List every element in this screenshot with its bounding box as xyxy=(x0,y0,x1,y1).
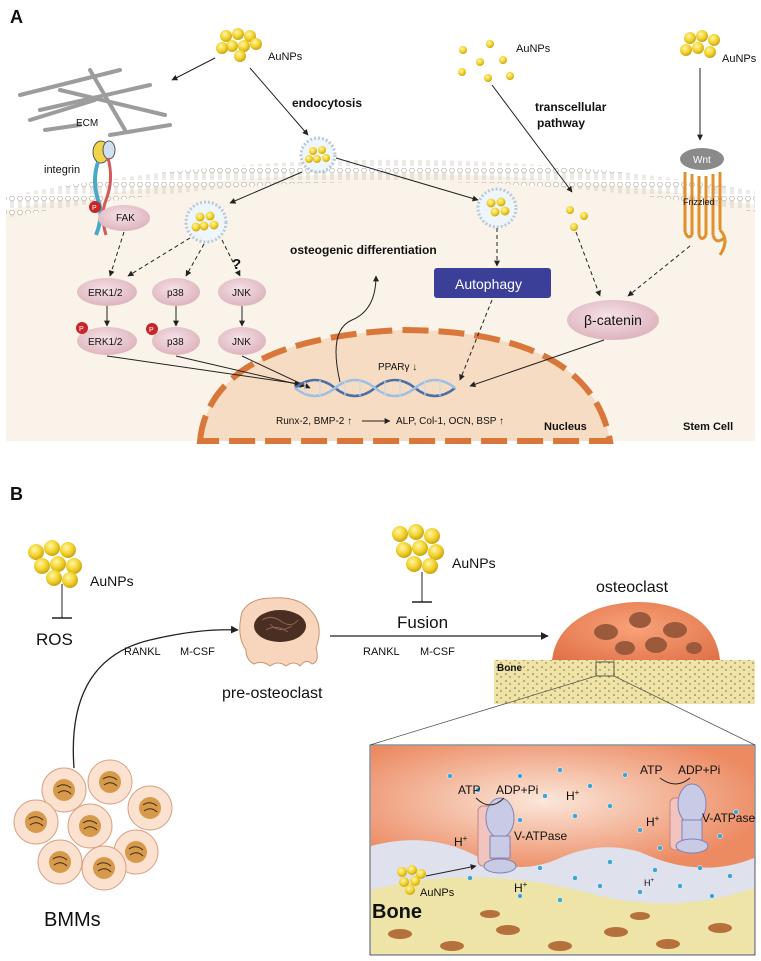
aunps-label-b-mid: AuNPs xyxy=(452,555,496,571)
bone-label-small: Bone xyxy=(497,663,522,674)
autophagy-label: Autophagy xyxy=(455,276,522,292)
pre-osteoclast-label: pre-osteoclast xyxy=(222,685,323,702)
aunp-cluster-b-mid xyxy=(392,524,444,574)
erk-p-badge: P xyxy=(79,326,84,333)
erk-node-2: P ERK1/2 xyxy=(76,322,137,355)
beta-catenin-node xyxy=(567,300,659,340)
panel-a: A AuNPs AuNPs AuNPs ECM xyxy=(6,6,757,444)
osteoclast-cell xyxy=(552,602,720,667)
p38-p-badge: P xyxy=(149,327,154,334)
erk-label-1: ERK1/2 xyxy=(88,288,123,299)
beta-catenin-label: β-catenin xyxy=(584,312,642,328)
h-plus-2: H+ xyxy=(454,834,468,849)
fak-p-badge: P xyxy=(92,205,97,212)
aunp-cluster-inset xyxy=(397,865,426,895)
wnt-label: Wnt xyxy=(693,155,711,166)
endocytic-vesicle-membrane xyxy=(299,136,337,174)
aunps-label-inset: AuNPs xyxy=(420,887,455,899)
mcsf-label-2: M-CSF xyxy=(420,646,455,658)
jnk-question-mark: ? xyxy=(232,256,241,273)
panel-b: B AuNPs ROS RANKL M-CSF pre-osteoclast A… xyxy=(10,484,755,956)
aunp-transcellular xyxy=(566,206,588,231)
pre-osteoclast-cell xyxy=(239,597,320,667)
autophagosome xyxy=(476,187,518,229)
adp-label-1: ADP+Pi xyxy=(496,783,538,797)
proton-dots xyxy=(447,767,739,903)
p38-node-1: p38 xyxy=(152,278,200,306)
v-atpase-pump-1 xyxy=(477,797,517,874)
h-plus-5: H+ xyxy=(644,878,655,888)
bone-resorption-inset: ATP ADP+Pi V-ATPase ATP ADP+Pi V-ATPase … xyxy=(369,744,755,956)
h-plus-4: H+ xyxy=(514,880,528,895)
bmms-label: BMMs xyxy=(44,909,101,931)
ppar-label: PPARγ ↓ xyxy=(378,362,417,373)
h-plus-1: H+ xyxy=(566,788,580,803)
transcellular-label-1: transcellular xyxy=(535,100,607,114)
integrin-label: integrin xyxy=(44,164,80,176)
bone-label-large: Bone xyxy=(372,901,422,923)
p38-label-2: p38 xyxy=(167,337,184,348)
jnk-node-1: JNK xyxy=(218,278,266,306)
p38-node-2: P p38 xyxy=(146,323,200,355)
stem-cell-label: Stem Cell xyxy=(683,421,733,433)
aunps-label-b-left: AuNPs xyxy=(90,573,134,589)
ros-label: ROS xyxy=(36,630,73,649)
rankl-label-1: RANKL xyxy=(124,646,161,658)
bone-strip xyxy=(494,660,755,704)
nucleus-label: Nucleus xyxy=(544,421,587,433)
panel-b-letter: B xyxy=(10,484,23,504)
autophagy-box xyxy=(434,268,551,298)
internal-vesicle xyxy=(184,200,228,244)
fak-label: FAK xyxy=(116,213,135,224)
v-atpase-label-1: V-ATPase xyxy=(514,829,567,843)
aunps-label-a1: AuNPs xyxy=(268,51,303,63)
dna-helix xyxy=(294,378,456,398)
frizzled-receptor xyxy=(683,172,727,256)
aunp-cluster-b-left xyxy=(28,540,82,588)
wnt-ligand: Wnt xyxy=(680,148,724,170)
aunps-label-a3: AuNPs xyxy=(722,53,757,65)
ecm-fibers xyxy=(18,68,172,137)
atp-label-1: ATP xyxy=(458,783,480,797)
v-atpase-pump-2 xyxy=(669,783,709,854)
aunp-cluster-top-right xyxy=(680,30,720,58)
mcsf-label-1: M-CSF xyxy=(180,646,215,658)
p38-label-1: p38 xyxy=(167,288,184,299)
fusion-label: Fusion xyxy=(397,613,448,632)
cell-membrane xyxy=(6,159,755,218)
fak-node: P FAK xyxy=(89,201,150,231)
alp-label: ALP, Col-1, OCN, BSP ↑ xyxy=(396,416,504,427)
jnk-node-2: JNK xyxy=(218,327,266,355)
jnk-label-1: JNK xyxy=(232,288,251,299)
jnk-label-2: JNK xyxy=(232,337,251,348)
ecm-label: ECM xyxy=(76,118,98,129)
rankl-label-2: RANKL xyxy=(363,646,400,658)
osteoclast-label: osteoclast xyxy=(596,579,669,596)
h-plus-3: H+ xyxy=(646,814,660,829)
v-atpase-label-2: V-ATPase xyxy=(702,811,755,825)
aunp-cluster-top-left xyxy=(216,28,262,62)
erk-node-1: ERK1/2 xyxy=(77,278,137,306)
transcellular-label-2: pathway xyxy=(537,116,585,130)
atp-label-2: ATP xyxy=(640,763,662,777)
frizzled-label: Frizzled xyxy=(683,197,715,207)
aunp-scatter-top-middle xyxy=(458,40,514,82)
runx-label: Runx-2, BMP-2 ↑ xyxy=(276,416,352,427)
endocytosis-label: endocytosis xyxy=(292,96,362,110)
bmm-cells xyxy=(13,759,173,891)
nucleus xyxy=(196,326,614,444)
osteogenic-differentiation-label: osteogenic differentiation xyxy=(290,243,437,257)
panel-a-letter: A xyxy=(10,7,23,27)
adp-label-2: ADP+Pi xyxy=(678,763,720,777)
aunps-label-a2: AuNPs xyxy=(516,43,551,55)
zoom-box xyxy=(595,661,615,677)
erk-label-2: ERK1/2 xyxy=(88,337,123,348)
